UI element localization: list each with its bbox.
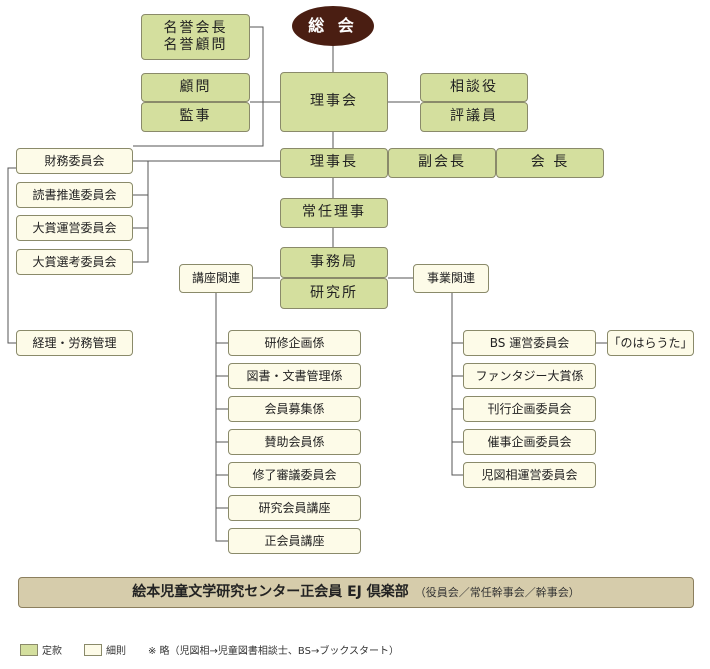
award-selection-committee-node: 大賞選考委員会 [16, 249, 133, 275]
honorary-node: 名誉会長 名誉顧問 [141, 14, 250, 60]
regular-swatch [20, 643, 38, 656]
auditor-node: 監事 [141, 102, 250, 132]
board-node: 理事会 [280, 72, 388, 132]
business-item: 催事企画委員会 [463, 429, 596, 455]
research-institute-node: 研究所 [280, 278, 388, 309]
consultant-node: 相談役 [420, 73, 528, 102]
course-item: 賛助会員係 [228, 429, 361, 455]
award-operation-committee-node: 大賞運営委員会 [16, 215, 133, 241]
legend-regular-label: 定款 [42, 646, 62, 657]
ej-club-name: 絵本児童文学研究センター正会員 EJ 倶楽部 [132, 583, 409, 600]
ej-club-banner: 絵本児童文学研究センター正会員 EJ 倶楽部 （役員会／常任幹事会／幹事会） [18, 577, 694, 608]
accounting-labor-node: 経理・労務管理 [16, 330, 133, 356]
course-item: 正会員講座 [228, 528, 361, 554]
course-item: 研修企画係 [228, 330, 361, 356]
vice-president-node: 副会長 [388, 148, 496, 178]
general-meeting-node: 総 会 [292, 6, 374, 46]
honorary-president-label: 名誉会長 [163, 19, 228, 36]
legend-abbrev-note: ※ 略（児図相→児童図書相談士、BS→ブックスタート） [148, 646, 400, 657]
nohara-uta-node: 「のはらうた」 [607, 330, 694, 356]
business-item: 刊行企画委員会 [463, 396, 596, 422]
course-related-node: 講座関連 [179, 264, 253, 293]
standing-director-node: 常任理事 [280, 198, 388, 228]
course-item: 研究会員講座 [228, 495, 361, 521]
course-item: 会員募集係 [228, 396, 361, 422]
secretariat-node: 事務局 [280, 247, 388, 278]
honorary-advisor-label: 名誉顧問 [163, 37, 228, 53]
legend-detailed-label: 細則 [106, 646, 126, 657]
course-item: 図書・文書管理係 [228, 363, 361, 389]
president-node: 会 長 [496, 148, 604, 178]
business-related-node: 事業関連 [413, 264, 489, 293]
ej-club-note: （役員会／常任幹事会／幹事会） [414, 585, 580, 599]
councilor-node: 評議員 [420, 102, 528, 132]
advisor-node: 顧問 [141, 73, 250, 102]
legend: 定款 細則 ※ 略（児図相→児童図書相談士、BS→ブックスタート） [20, 642, 399, 657]
detailed-swatch [84, 643, 102, 656]
finance-committee-node: 財務委員会 [16, 148, 133, 174]
business-item: BS 運営委員会 [463, 330, 596, 356]
chair-director-node: 理事長 [280, 148, 388, 178]
business-item: ファンタジー大賞係 [463, 363, 596, 389]
business-item: 児図相運営委員会 [463, 462, 596, 488]
reading-committee-node: 読書推進委員会 [16, 182, 133, 208]
course-item: 修了審議委員会 [228, 462, 361, 488]
